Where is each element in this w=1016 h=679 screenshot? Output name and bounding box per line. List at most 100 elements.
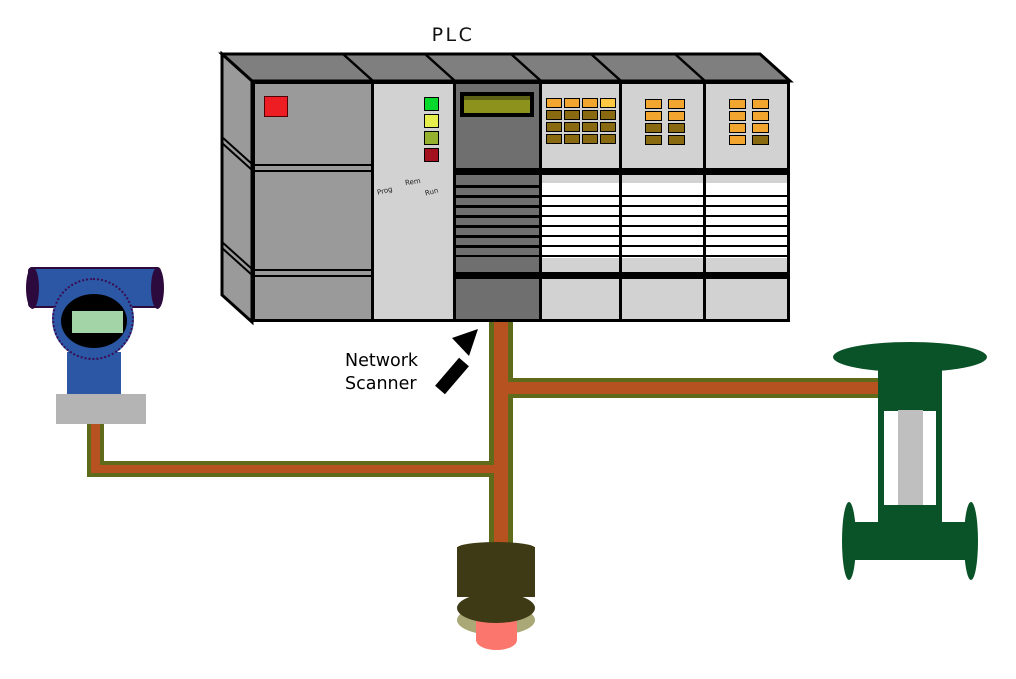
- cable-right-branch-core: [494, 382, 879, 394]
- amber-led: [668, 111, 685, 121]
- dark-led: [752, 135, 769, 145]
- io1-label-strip: [541, 183, 621, 258]
- led-row: [645, 111, 685, 121]
- arrow-shaft: [435, 357, 469, 395]
- dark-led: [564, 122, 580, 132]
- amber-led: [752, 111, 769, 121]
- amber-led: [668, 99, 685, 109]
- valve-bonnet: [878, 365, 942, 411]
- module-divider: [703, 84, 706, 319]
- module-divider: [453, 84, 456, 319]
- io3-label-strip: [705, 183, 787, 258]
- amber-led: [729, 99, 746, 109]
- psu-seam-line: [255, 170, 373, 172]
- valve-yoke-crosspiece: [878, 505, 942, 522]
- power-supply-module: [255, 84, 373, 319]
- amber-light-led: [600, 98, 616, 108]
- io2-label-lines: [621, 195, 705, 257]
- led-row: [424, 114, 439, 128]
- psu-seam-line: [255, 275, 373, 277]
- io1-label-lines: [541, 195, 621, 257]
- network-scanner-annotation: Network Scanner: [345, 350, 418, 396]
- io3-label-lines: [705, 195, 787, 257]
- arrow-head-icon: [452, 329, 478, 356]
- led-row: [729, 99, 769, 109]
- amber-led: [752, 99, 769, 109]
- amber-led: [582, 98, 598, 108]
- led-row: [645, 123, 685, 133]
- transmitter-flange-base: [56, 394, 146, 424]
- amber-led: [546, 98, 562, 108]
- led-row: [424, 148, 439, 162]
- sensor-body-bottom: [457, 593, 535, 623]
- amber-led: [729, 123, 746, 133]
- module-divider: [539, 84, 542, 319]
- dark-led: [582, 110, 598, 120]
- led-row: [729, 123, 769, 133]
- amber-led: [729, 111, 746, 121]
- io2-label-strip: [621, 183, 705, 258]
- sensor-body: [457, 547, 535, 597]
- valve-yoke-left-leg: [878, 410, 884, 522]
- valve-body-pipe: [851, 522, 969, 560]
- led-row: [424, 131, 439, 145]
- dark-led: [645, 135, 662, 145]
- valve-flange-left: [842, 502, 856, 580]
- led-row: [645, 99, 685, 109]
- transmitter-cylinder-end-right: [151, 267, 164, 309]
- dark-led: [600, 122, 616, 132]
- cable-left-branch-core: [91, 465, 508, 473]
- dark-led: [668, 135, 685, 145]
- led-row: [546, 134, 616, 144]
- dark-led: [564, 110, 580, 120]
- scanner-display-screen: [464, 96, 530, 113]
- annotation-line-2: Scanner: [345, 374, 417, 394]
- valve-stem: [898, 410, 923, 505]
- valve-yoke-right-leg: [936, 410, 942, 522]
- amber-led: [752, 123, 769, 133]
- io1-status-leds: [546, 98, 616, 144]
- transmitter-cylinder-end-left: [26, 267, 39, 309]
- dark-led: [546, 134, 562, 144]
- yellow-led: [424, 114, 439, 128]
- valve-flange-right: [964, 502, 978, 580]
- cable-transmitter-drop-core: [91, 424, 100, 473]
- dark-led: [600, 134, 616, 144]
- psu-seam-line: [255, 269, 373, 271]
- red-led: [424, 148, 439, 162]
- sensor-tip: [476, 618, 517, 650]
- io2-status-leds: [645, 99, 685, 145]
- dark-led: [582, 122, 598, 132]
- cpu-status-leds: [424, 97, 439, 162]
- yellow-green-led: [424, 131, 439, 145]
- psu-seam-line: [255, 164, 373, 166]
- annotation-line-1: Network: [345, 351, 419, 371]
- dark-led: [546, 122, 562, 132]
- led-row: [645, 135, 685, 145]
- led-row: [546, 122, 616, 132]
- cable-trunk-core: [494, 320, 508, 547]
- amber-led: [729, 135, 746, 145]
- dark-led: [600, 110, 616, 120]
- scanner-vents: [455, 185, 541, 257]
- plc-front-face: Prog Rem Run: [252, 81, 790, 322]
- dark-led: [582, 134, 598, 144]
- scanner-display: [460, 92, 534, 117]
- led-row: [546, 110, 616, 120]
- io3-status-leds: [729, 99, 769, 145]
- plc-side-face-seams: [221, 136, 253, 276]
- amber-led: [564, 98, 580, 108]
- green-led: [424, 97, 439, 111]
- plc-top-face-module-seams: [342, 53, 706, 82]
- led-row: [424, 97, 439, 111]
- led-row: [729, 135, 769, 145]
- module-divider: [619, 84, 622, 319]
- led-row: [729, 111, 769, 121]
- dark-led: [564, 134, 580, 144]
- dark-led: [546, 110, 562, 120]
- dark-led: [645, 123, 662, 133]
- transmitter-lcd-screen: [72, 311, 123, 333]
